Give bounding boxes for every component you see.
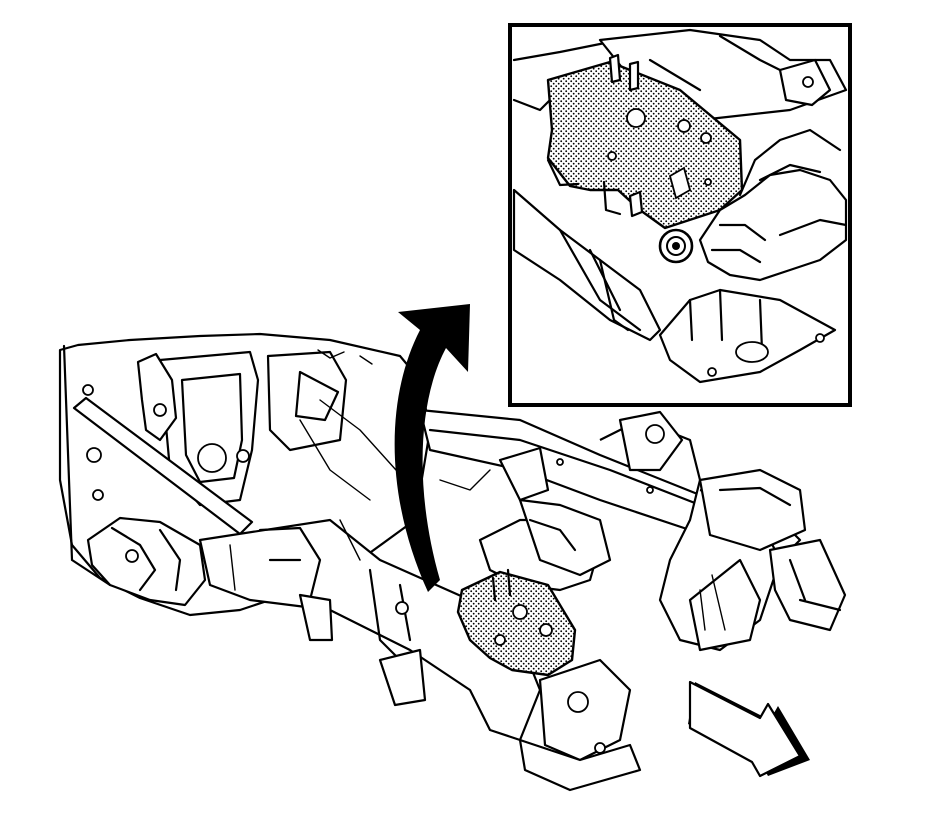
highlighted-mount-bracket	[456, 568, 577, 677]
frame-rail-right	[599, 410, 847, 652]
cab-panel	[58, 332, 432, 617]
front-rail-end	[518, 658, 642, 792]
frame-rail-left	[198, 518, 542, 742]
engine-mount-area	[439, 446, 612, 592]
front-direction-arrow-icon	[688, 680, 810, 778]
frame-assembly	[58, 332, 847, 792]
hand-icon	[698, 128, 848, 282]
bolt-icon	[608, 53, 644, 218]
curved-arrow-icon	[394, 304, 470, 592]
detail-inset	[508, 23, 852, 407]
